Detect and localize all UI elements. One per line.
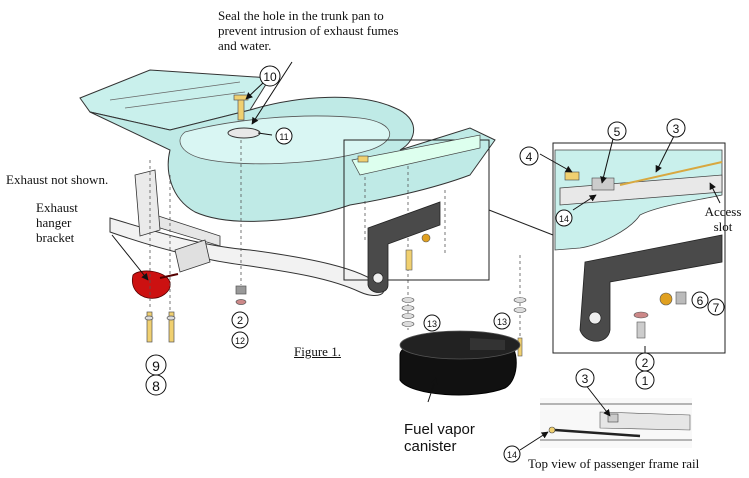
detail-inset	[552, 142, 726, 354]
callout-5: 5	[614, 125, 621, 139]
callout-14-top-circle	[503, 445, 521, 463]
exhaust-not-shown-note: Exhaust not shown.	[6, 172, 109, 187]
inset-connector	[488, 209, 554, 236]
exhaust-hanger	[131, 270, 179, 299]
callout-13-right-circle	[493, 312, 511, 330]
callout-1: 1	[642, 374, 649, 388]
callout-10-circle	[259, 65, 281, 87]
figure-label: Figure 1.	[294, 344, 341, 359]
callout-11: 11	[279, 132, 288, 142]
callout-3-inset-circle	[666, 118, 686, 138]
callout-9: 9	[152, 358, 160, 374]
callout-8-circle	[145, 374, 167, 396]
callout-6-circle	[691, 291, 709, 309]
callout-12-circle	[231, 331, 249, 349]
top-view-rail	[540, 398, 692, 448]
seal-note: Seal the hole in the trunk pan to preven…	[218, 8, 399, 53]
mounting-bracket	[351, 134, 481, 293]
callout-13-right: 13	[497, 317, 507, 327]
hanger-fasteners	[144, 285, 247, 343]
callout-3-top: 3	[582, 372, 589, 386]
callout-14-top: 14	[507, 450, 517, 460]
access-slot-label: Access slot	[704, 204, 742, 234]
top-view-caption: Top view of passenger frame rail	[528, 456, 700, 471]
callout-4-circle	[519, 146, 539, 166]
fuel-vapor-canister-label: Fuel vapor canister	[404, 421, 475, 455]
callout-6: 6	[697, 294, 704, 308]
leader-lines	[111, 61, 721, 451]
callout-14-inset: 14	[559, 214, 569, 224]
fuel-vapor-canister	[399, 330, 521, 396]
callout-11-circle	[275, 127, 293, 145]
callout-14-inset-circle	[555, 209, 573, 227]
callout-1-circle	[635, 370, 655, 390]
callout-12: 12	[235, 336, 245, 346]
callout-8: 8	[152, 378, 160, 394]
callout-10: 10	[263, 70, 277, 84]
callout-3-inset: 3	[673, 122, 680, 136]
part-number-text: 10 11 2 12 9 8 13 13 4 5 3 14 6 7 2 1 3 …	[152, 70, 720, 460]
frame-rail	[109, 169, 385, 296]
callout-2-inset: 2	[642, 356, 649, 370]
callout-7: 7	[713, 301, 720, 315]
callout-3-top-circle	[575, 368, 595, 388]
part-number-callouts	[145, 65, 725, 463]
callout-2-left-circle	[231, 311, 249, 329]
canister-fasteners	[401, 297, 527, 357]
callout-13-left: 13	[427, 319, 437, 329]
callout-13-left-circle	[423, 314, 441, 332]
seal-hole	[227, 127, 261, 139]
callout-7-circle	[707, 298, 725, 316]
callout-4: 4	[526, 150, 533, 164]
exhaust-hanger-bracket-label: Exhaust hanger bracket	[36, 200, 78, 245]
callout-2-left: 2	[237, 315, 243, 327]
callout-5-circle	[607, 121, 627, 141]
